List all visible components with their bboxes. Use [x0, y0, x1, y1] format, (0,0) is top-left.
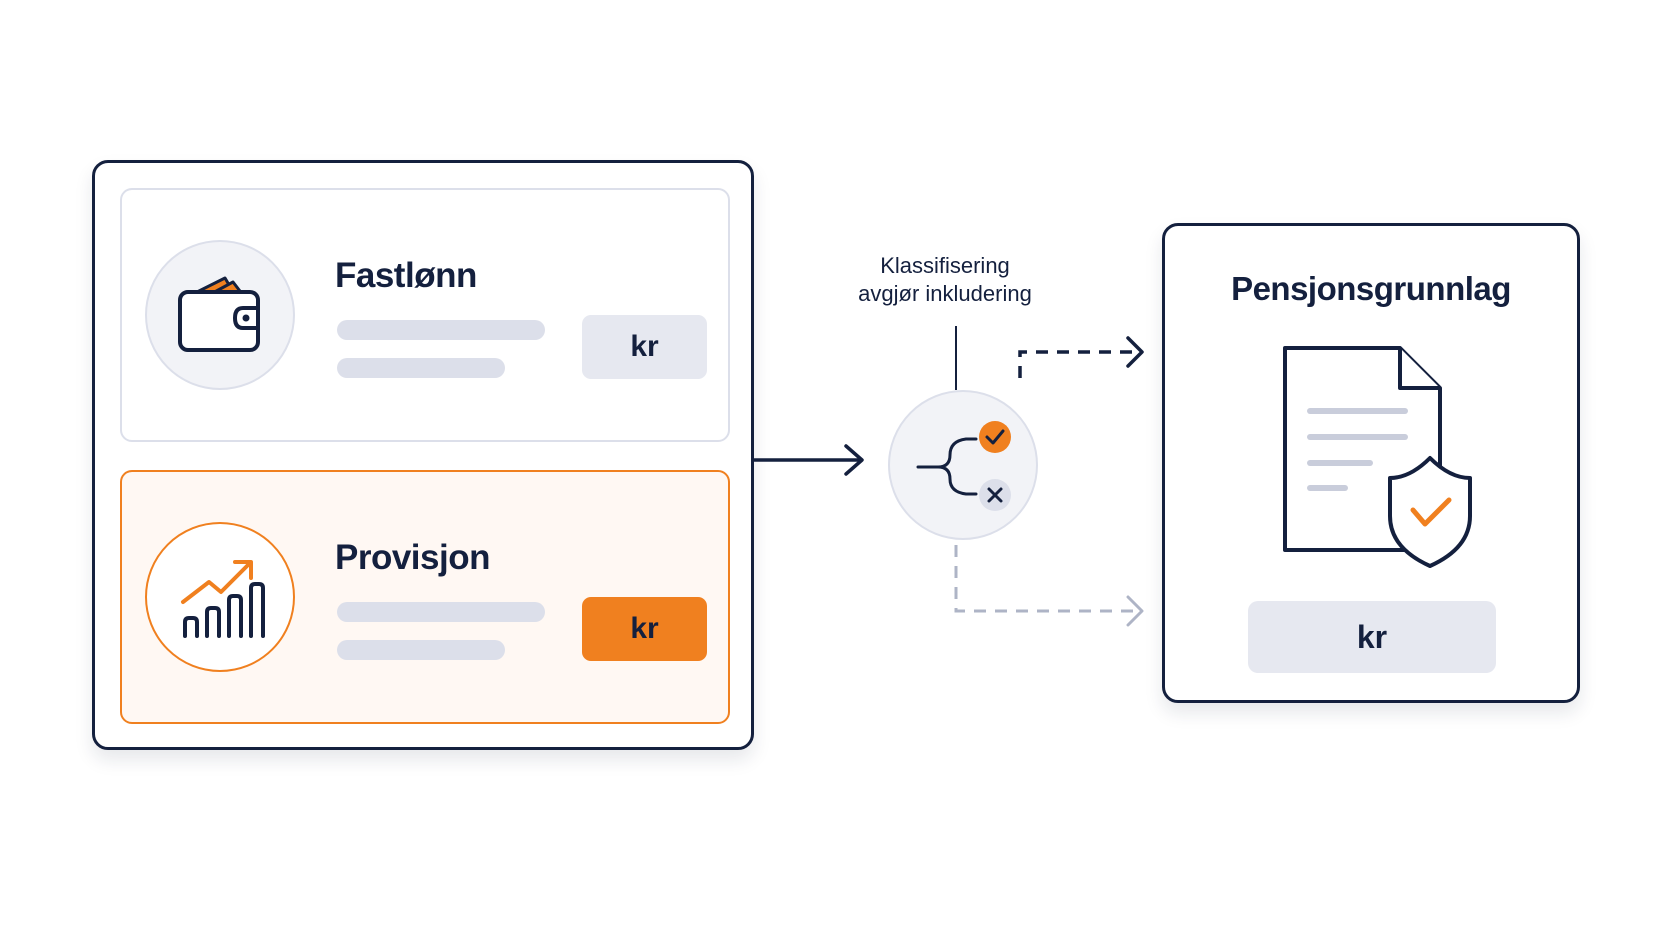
branch-icon [916, 421, 1011, 511]
included-path [1018, 350, 1140, 378]
cross-icon [979, 479, 1011, 511]
pension-basis-amount: kr [1248, 601, 1496, 673]
growth-chart-icon [181, 560, 265, 638]
document-shield-icon [1283, 346, 1472, 568]
commission-amount: kr [582, 597, 707, 661]
excluded-path [954, 545, 1140, 613]
commission-icon-circle [145, 522, 295, 672]
input-arrowhead-icon [844, 444, 864, 476]
placeholder-line [337, 640, 505, 660]
commission-title: Provisjon [335, 538, 490, 577]
decision-node [888, 390, 1038, 540]
placeholder-line [337, 358, 505, 378]
wallet-icon [178, 276, 260, 352]
fixed-salary-icon-circle [145, 240, 295, 390]
decision-label: Klassifisering avgjør inkludering [840, 252, 1050, 308]
commission-card: Provisjon kr [120, 470, 730, 724]
fixed-salary-card: Fastlønn kr [120, 188, 730, 442]
placeholder-line [337, 320, 545, 340]
fixed-salary-amount: kr [582, 315, 707, 379]
income-types-panel: Fastlønn kr Provisjon k [92, 160, 754, 750]
decision-label-line2: avgjør inkludering [858, 281, 1032, 306]
decision-label-line1: Klassifisering [880, 253, 1010, 278]
placeholder-line [337, 602, 545, 622]
included-arrowhead-icon [1126, 336, 1144, 368]
pension-basis-panel: Pensjonsgrunnlag kr [1162, 223, 1580, 703]
fixed-salary-title: Fastlønn [335, 256, 477, 295]
check-icon [979, 421, 1011, 453]
excluded-arrowhead-icon [1126, 595, 1144, 627]
pension-basis-title: Pensjonsgrunnlag [1231, 270, 1511, 307]
